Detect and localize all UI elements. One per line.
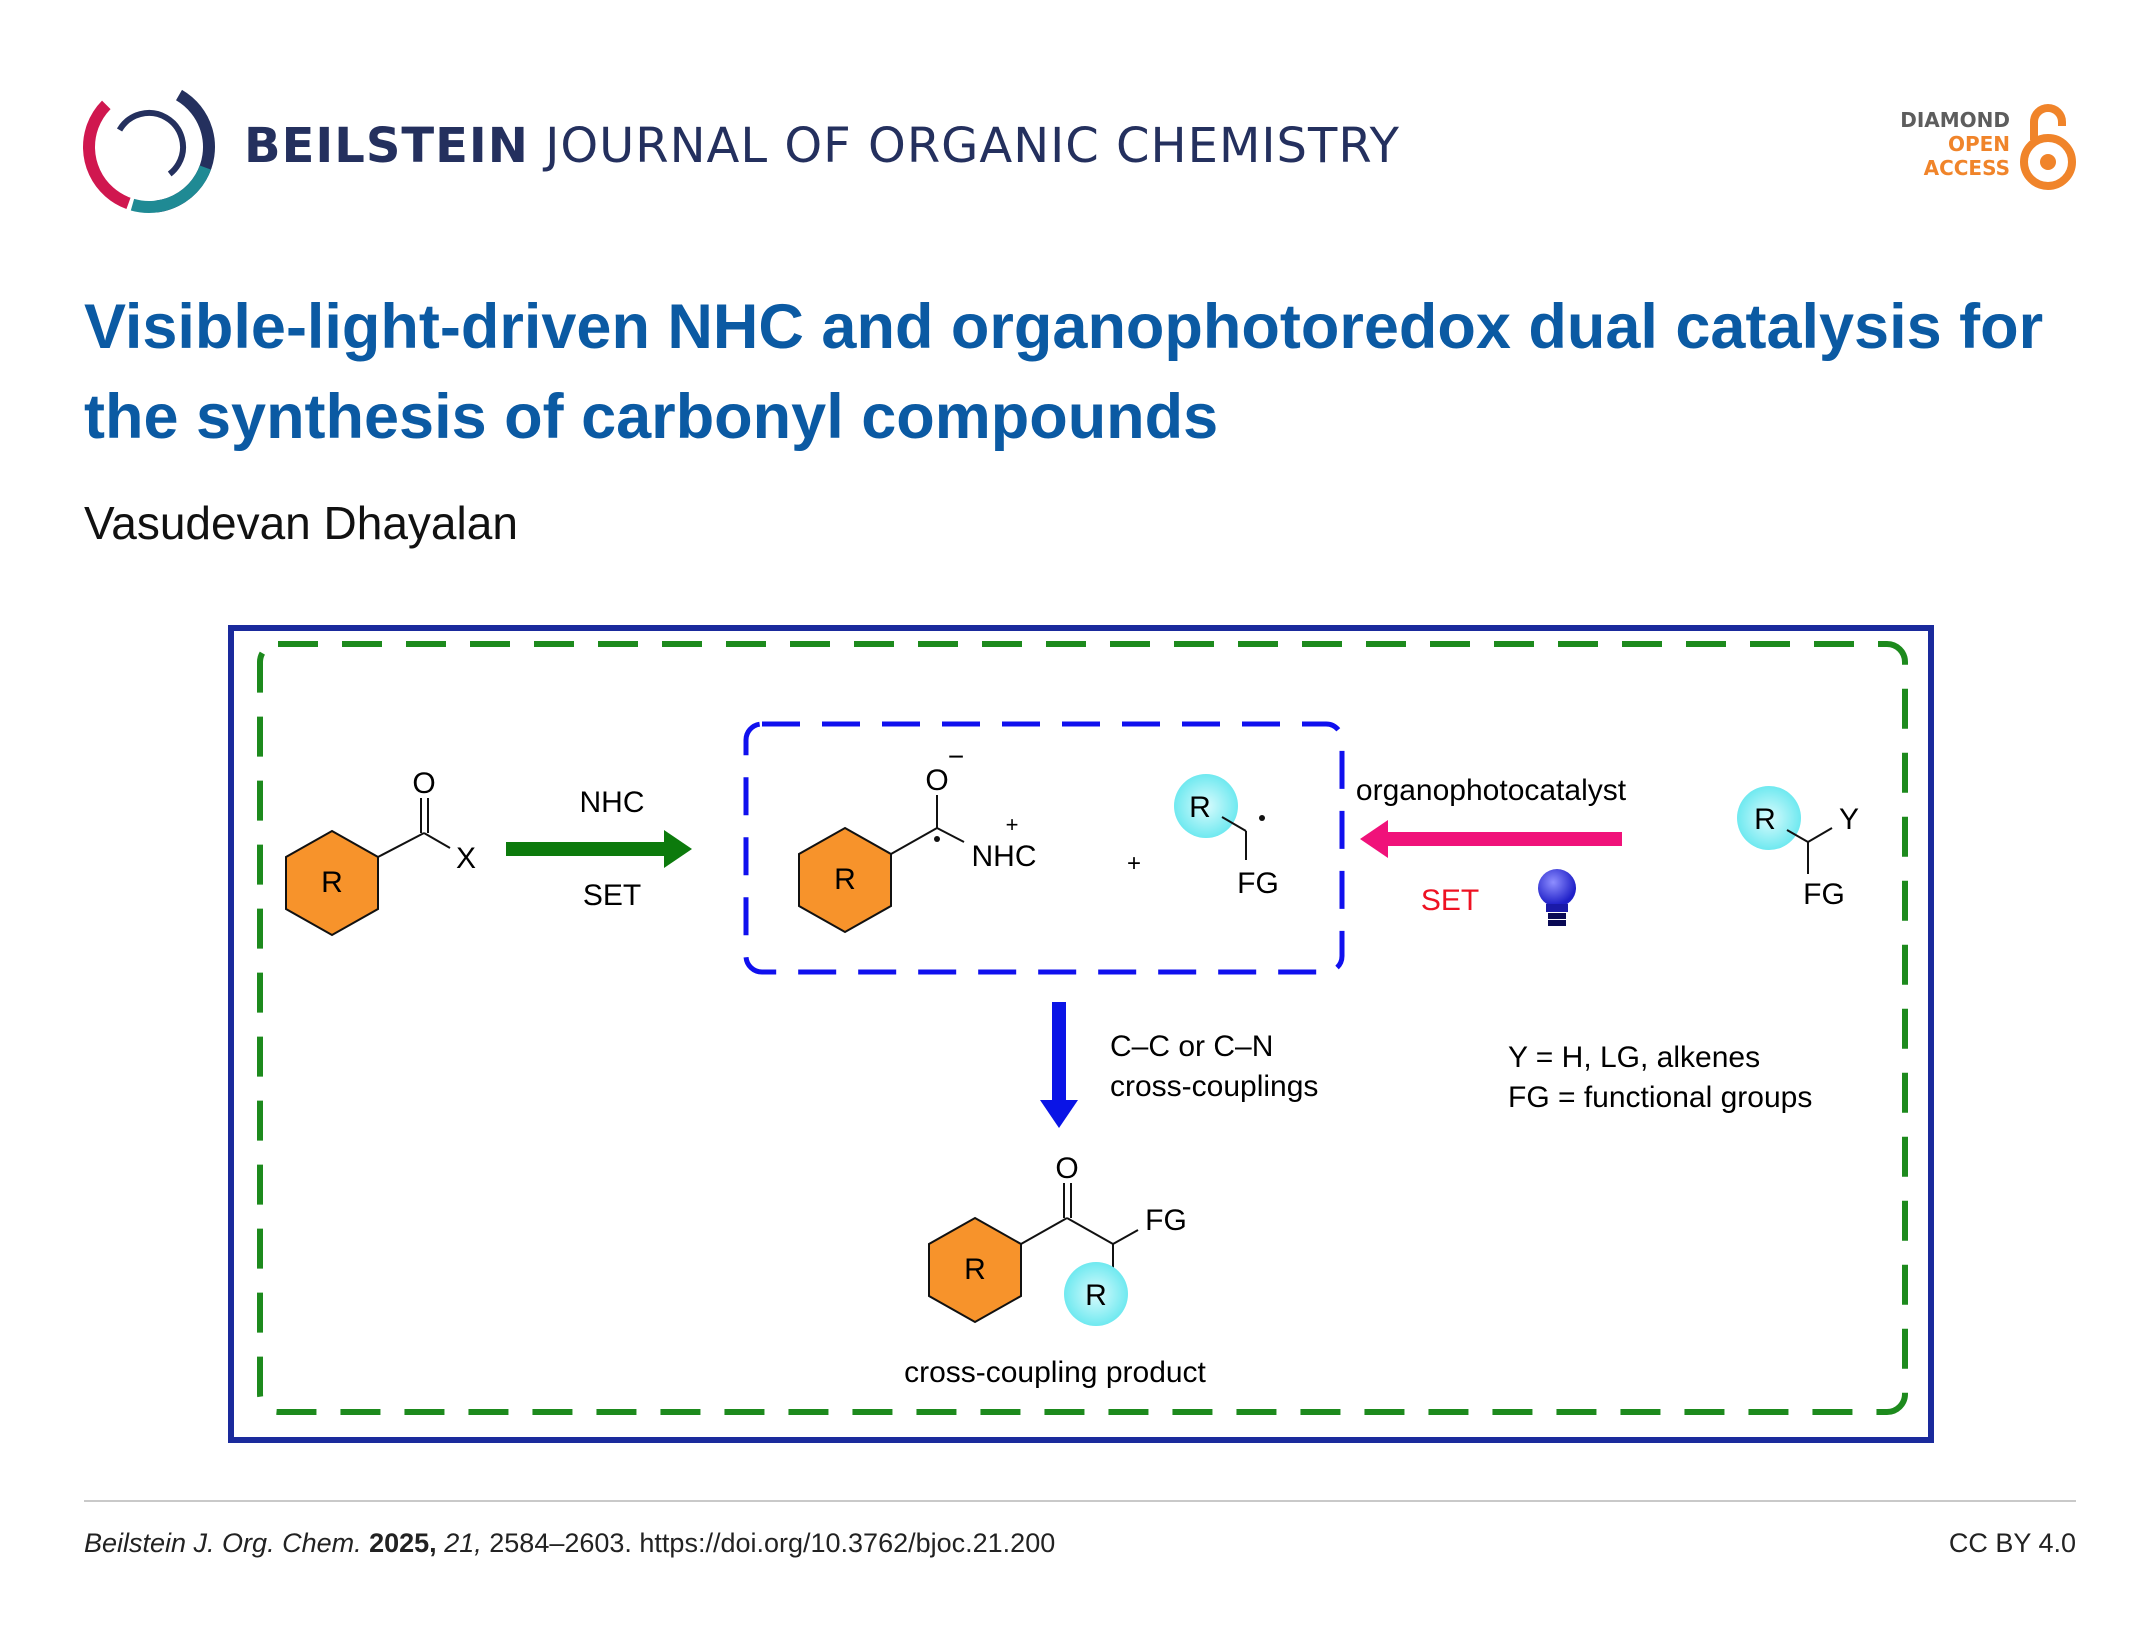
- nhc-label: NHC: [972, 840, 1037, 873]
- ring-r-label-intermediate: R: [834, 863, 856, 896]
- ring-r-label-product: R: [964, 1253, 986, 1286]
- intermediate-pair: R O − + NHC + R FG: [798, 741, 1279, 934]
- plus-charge: +: [1006, 812, 1019, 837]
- legend-line2: FG = functional groups: [1508, 1081, 1812, 1114]
- radical-fg-label: FG: [1237, 867, 1279, 900]
- badge-line-access: ACCESS: [1923, 156, 2010, 180]
- product-r-sphere: [1064, 1262, 1128, 1326]
- arrow2-bottom-label: SET: [1421, 884, 1479, 917]
- arrow1-bottom-label: SET: [583, 879, 641, 912]
- diamond-open-access-badge: DIAMOND OPEN ACCESS: [1880, 108, 2010, 180]
- footer-pages-doi[interactable]: 2584–2603. https://doi.org/10.3762/bjoc.…: [489, 1528, 1056, 1558]
- precursor-r-sphere: [1737, 786, 1801, 850]
- oxygen-label: O: [412, 767, 435, 800]
- blue-dashed-box: [743, 721, 1345, 975]
- green-dashed-frame: [257, 641, 1908, 1415]
- badge-line-diamond: DIAMOND: [1900, 108, 2010, 132]
- plus-join: +: [1127, 850, 1141, 877]
- footer-volume: 21,: [444, 1528, 482, 1558]
- coupling-arrow: C–C or C–N cross-couplings: [1040, 1002, 1318, 1128]
- footer-journal: Beilstein J. Org. Chem.: [84, 1528, 362, 1558]
- cross-coupling-product: R O FG R cross-coupling product: [904, 1152, 1206, 1389]
- radical-r-sphere: [1174, 774, 1238, 838]
- nhc-arrow: NHC SET: [506, 786, 692, 912]
- graphical-abstract: R O X NHC SET R O − + NHC + R FG: [228, 625, 1934, 1443]
- ring-r-label: R: [321, 866, 343, 899]
- starting-material: R O X: [285, 767, 476, 937]
- oxygen-label-product: O: [1055, 1152, 1078, 1185]
- product-caption: cross-coupling product: [904, 1356, 1206, 1389]
- precursor-y-label: Y: [1839, 803, 1859, 836]
- radical-precursor: R Y FG: [1737, 786, 1859, 911]
- legend: Y = H, LG, alkenes FG = functional group…: [1508, 1041, 1812, 1114]
- precursor-fg-label: FG: [1803, 878, 1845, 911]
- arrow1-top-label: NHC: [580, 786, 645, 819]
- footer-license: CC BY 4.0: [1948, 1528, 2076, 1558]
- footer-year: 2025,: [369, 1528, 437, 1558]
- precursor-r-label: R: [1754, 803, 1776, 836]
- oxygen-label-intermediate: O: [925, 764, 948, 797]
- beilstein-logo-icon: [83, 81, 215, 213]
- product-fg-label: FG: [1145, 1204, 1187, 1237]
- citation-footer: Beilstein J. Org. Chem. 2025, 21, 2584–2…: [84, 1528, 2076, 1559]
- outer-frame: [228, 625, 1934, 1443]
- photocatalyst-arrow: organophotocatalyst SET: [1356, 774, 1627, 926]
- article-title: Visible-light-driven NHC and organophoto…: [84, 292, 2044, 452]
- legend-line1: Y = H, LG, alkenes: [1508, 1041, 1760, 1074]
- footer-divider: [84, 1500, 2076, 1502]
- light-bulb-icon: [1538, 869, 1576, 926]
- minus-charge: −: [948, 741, 964, 772]
- open-access-lock-icon: [2020, 104, 2076, 190]
- down-label-line2: cross-couplings: [1110, 1070, 1318, 1103]
- badge-line-open: OPEN: [1947, 132, 2010, 156]
- journal-name: BEILSTEIN JOURNAL OF ORGANIC CHEMISTRY: [244, 118, 1400, 174]
- arrow2-top-label: organophotocatalyst: [1356, 774, 1627, 807]
- journal-name-bold: BEILSTEIN: [244, 118, 529, 174]
- article-author: Vasudevan Dhayalan: [84, 497, 518, 549]
- down-label-line1: C–C or C–N: [1110, 1030, 1273, 1063]
- leaving-group-label: X: [456, 842, 476, 875]
- radical-r-label: R: [1189, 791, 1211, 824]
- product-r-label: R: [1085, 1279, 1107, 1312]
- journal-name-rest: JOURNAL OF ORGANIC CHEMISTRY: [545, 118, 1400, 174]
